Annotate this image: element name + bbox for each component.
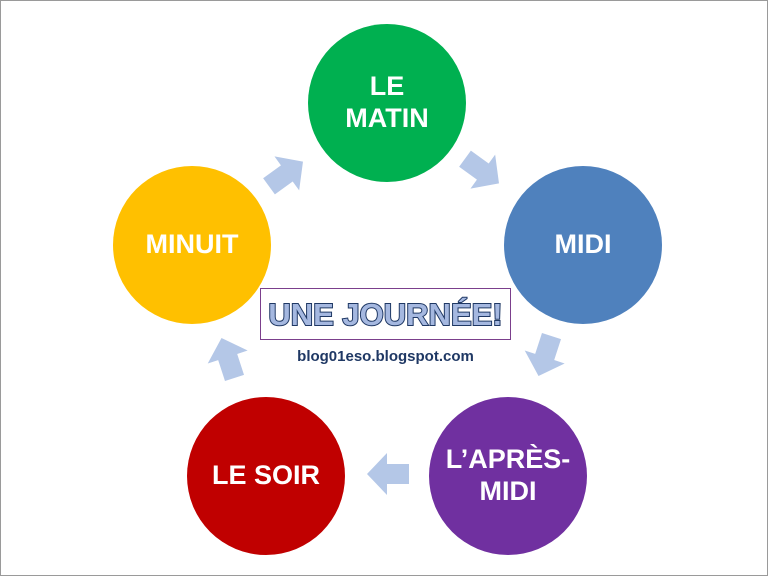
node-minuit-label: MINUIT bbox=[145, 229, 239, 260]
arrow-right-icon bbox=[367, 453, 409, 495]
arrow-right-icon bbox=[263, 156, 303, 195]
node-le-soir: LE SOIR bbox=[187, 397, 345, 555]
title-graphic: UNE JOURNÉE! bbox=[267, 296, 503, 333]
node-midi: MIDI bbox=[504, 166, 662, 324]
arrow-matin-to-midi bbox=[447, 136, 517, 206]
node-le-matin: LE MATIN bbox=[308, 24, 466, 182]
title-box: UNE JOURNÉE! bbox=[260, 288, 511, 340]
arrow-minuit-to-matin bbox=[251, 139, 321, 209]
arrow-midi-to-apres-midi bbox=[513, 324, 576, 387]
node-le-soir-label: LE SOIR bbox=[211, 460, 320, 491]
node-midi-label: MIDI bbox=[554, 229, 612, 260]
arrow-soir-to-minuit bbox=[196, 326, 259, 389]
arrow-right-icon bbox=[524, 332, 565, 376]
diagram-title: UNE JOURNÉE! bbox=[268, 297, 502, 332]
arrow-right-icon bbox=[459, 150, 499, 189]
arrow-apres-midi-to-soir bbox=[363, 449, 413, 499]
node-apres-midi-label: L’APRÈS- MIDI bbox=[445, 444, 571, 506]
node-minuit: MINUIT bbox=[113, 166, 271, 324]
node-le-matin-label: LE MATIN bbox=[345, 71, 429, 133]
blog-url: blog01eso.blogspot.com bbox=[297, 348, 474, 365]
node-apres-midi: L’APRÈS- MIDI bbox=[429, 397, 587, 555]
arrow-right-icon bbox=[207, 338, 248, 382]
